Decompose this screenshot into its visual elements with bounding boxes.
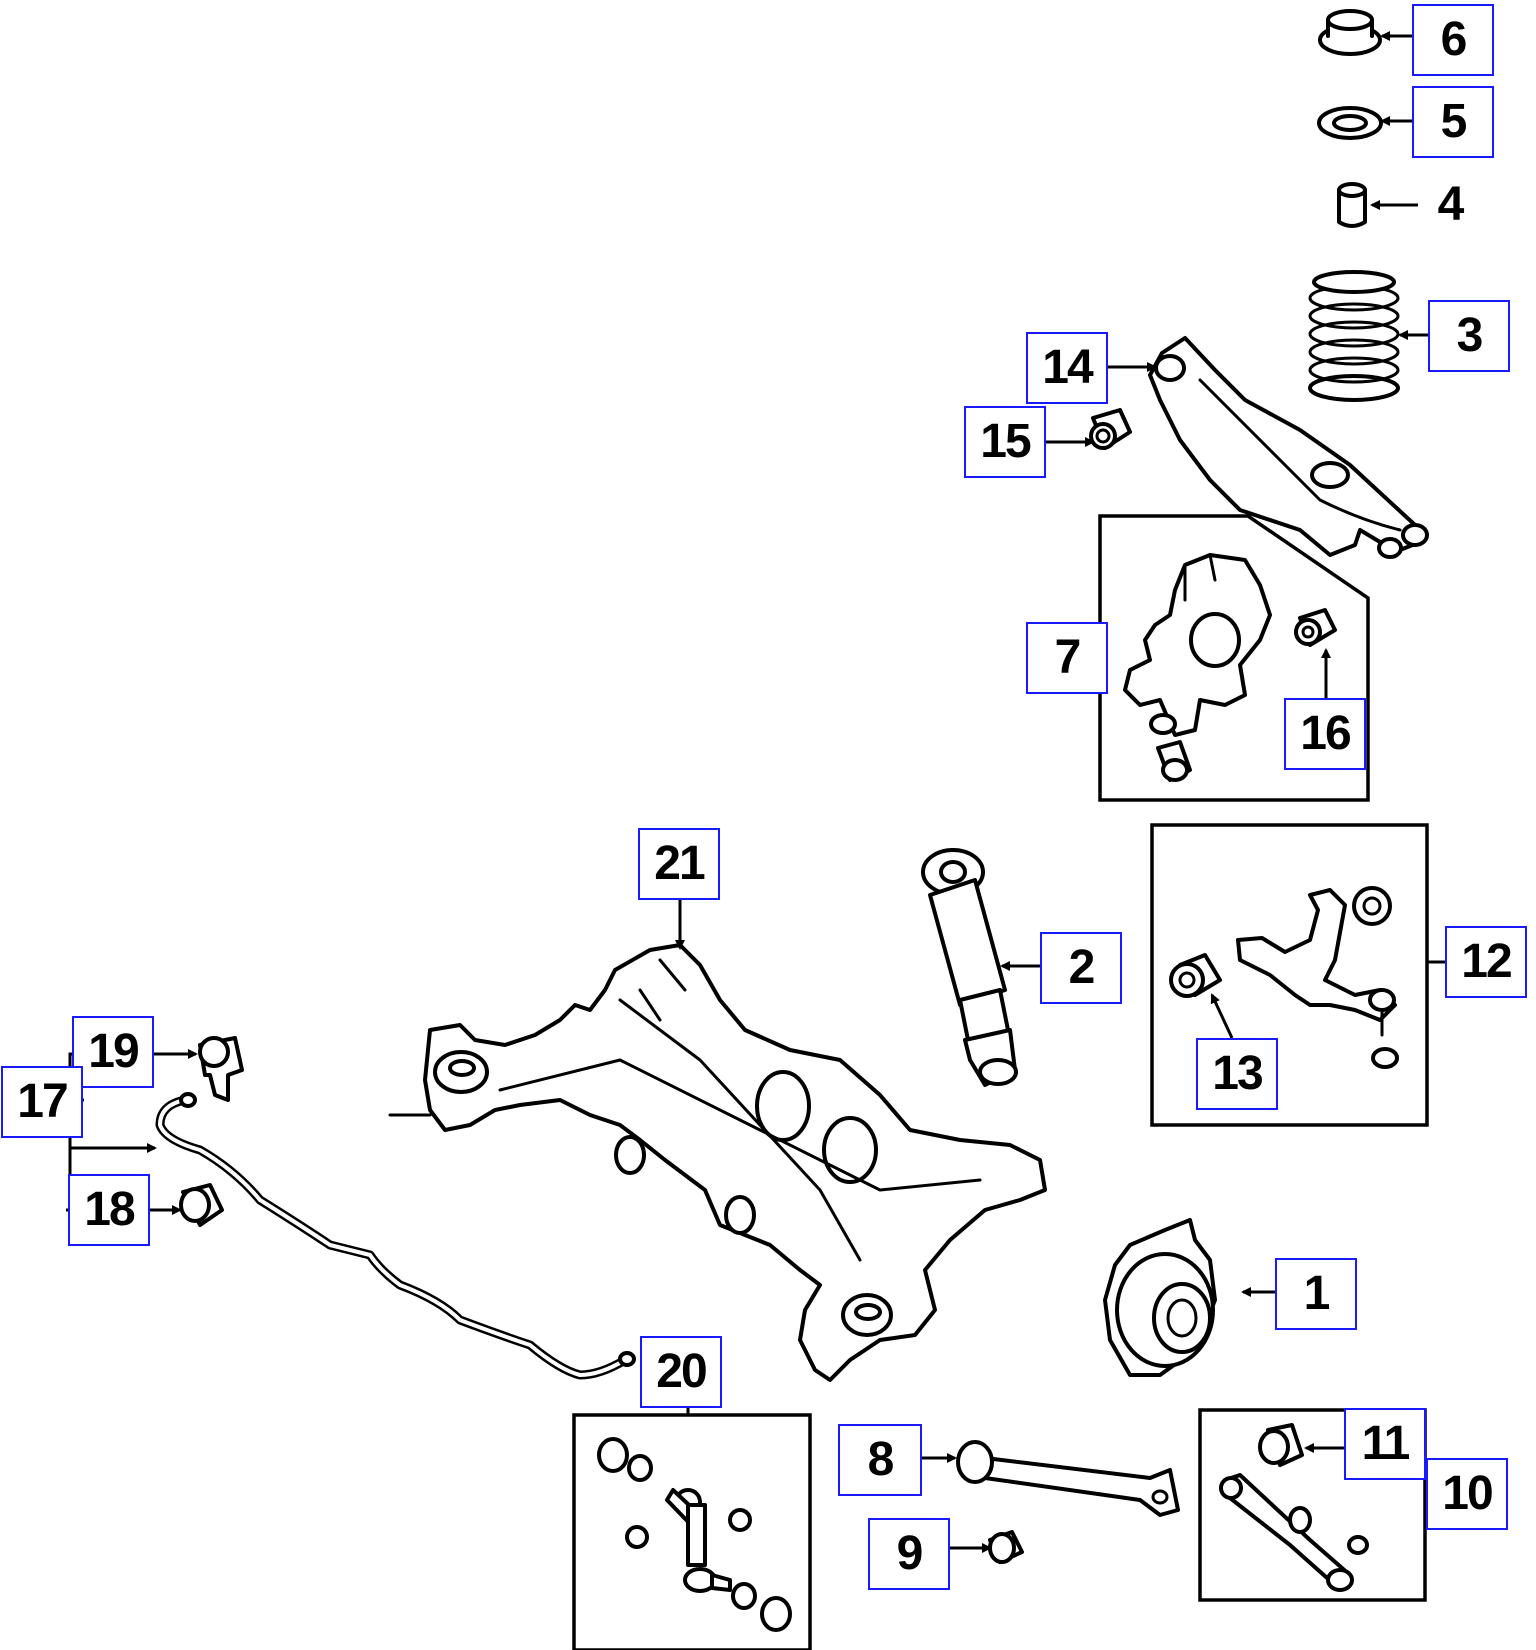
callout-13[interactable]: 13: [1196, 1038, 1278, 1110]
part-9-bushing: [988, 1530, 1024, 1564]
part-20-stabilizer-link: [597, 1437, 792, 1632]
part-18-bushing: [179, 1183, 224, 1227]
callout-21[interactable]: 21: [638, 828, 720, 900]
part-3-coil-spring: [1308, 270, 1400, 402]
part-2-shock: [921, 848, 1018, 1087]
callout-4: 4: [1437, 178, 1465, 231]
group-box-12: [1150, 823, 1429, 1127]
callout-11[interactable]: 11: [1344, 1408, 1426, 1480]
callout-19[interactable]: 19: [72, 1016, 154, 1088]
callout-20[interactable]: 20: [640, 1336, 722, 1408]
part-8-lateral-link: [956, 1440, 1180, 1517]
part-7-knuckle: [1123, 553, 1272, 782]
callout-9[interactable]: 9: [868, 1518, 950, 1590]
callout-3[interactable]: 3: [1428, 300, 1510, 372]
part-13-bushing: [1169, 953, 1222, 998]
callout-7[interactable]: 7: [1026, 622, 1108, 694]
part-19-bracket: [198, 1036, 244, 1102]
part-14-control-arm: [1148, 336, 1429, 559]
callout-5[interactable]: 5: [1412, 86, 1494, 158]
callout-6[interactable]: 6: [1412, 4, 1494, 76]
group-box-7: [1098, 514, 1370, 802]
callout-1[interactable]: 1: [1275, 1258, 1357, 1330]
part-6-mount: [1318, 9, 1382, 56]
callout-2[interactable]: 2: [1040, 932, 1122, 1004]
callout-8[interactable]: 8: [838, 1424, 922, 1496]
callout-12[interactable]: 12: [1445, 926, 1527, 998]
group-box-20: [572, 1413, 812, 1650]
part-11-bushing: [1258, 1423, 1304, 1467]
part-1-hub: [1103, 1218, 1217, 1377]
callout-10[interactable]: 10: [1426, 1458, 1508, 1530]
part-16-bushing: [1294, 608, 1337, 647]
part-17-stabilizer-bar: [155, 1092, 636, 1380]
part-5-seat: [1317, 106, 1383, 140]
callout-14[interactable]: 14: [1026, 332, 1108, 404]
part-10-trailing-link: [1219, 1473, 1369, 1592]
callout-18[interactable]: 18: [68, 1174, 150, 1246]
leader-lines: [66, 31, 1445, 1553]
part-21-subframe: [388, 943, 1047, 1382]
callout-16[interactable]: 16: [1284, 698, 1366, 770]
part-15-bushing: [1089, 408, 1132, 450]
part-4-bumpstop: [1337, 182, 1367, 228]
callout-17[interactable]: 17: [1, 1066, 83, 1138]
part-12-upper-arm: [1236, 886, 1399, 1069]
callout-15[interactable]: 15: [964, 406, 1046, 478]
group-box-10: [1198, 1408, 1427, 1602]
